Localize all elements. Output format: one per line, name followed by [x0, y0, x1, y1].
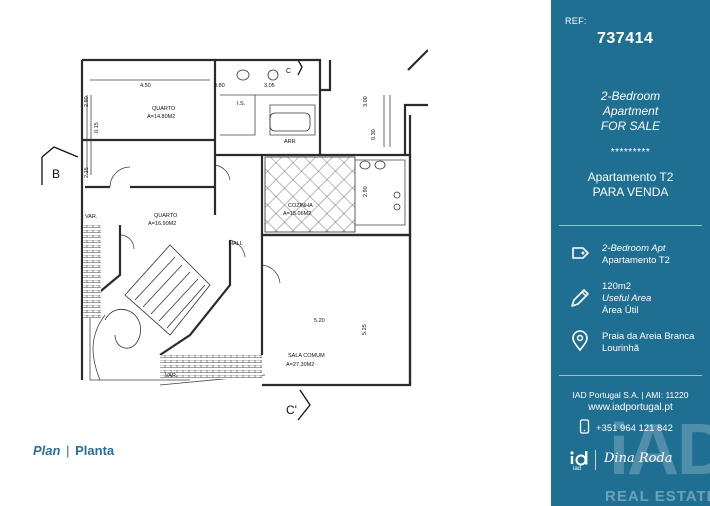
- balcony-bricks-bottom: [160, 355, 262, 379]
- dim-450: 4.50: [140, 83, 151, 89]
- area-portuguese: Área Útil: [602, 305, 639, 316]
- agency-info: IAD Portugal S.A. | AMI: 11220: [572, 390, 689, 400]
- area-english: Useful Area: [602, 293, 652, 304]
- room-area-cozinha: A=15.06M2: [283, 211, 311, 217]
- title-english: 2-Bedroom Apartment FOR SALE: [551, 89, 710, 134]
- door-swings: [109, 164, 281, 284]
- phone-number: +351 964 121 842: [596, 423, 673, 434]
- stars-separator: *********: [610, 147, 651, 158]
- location-pin-icon: [572, 330, 588, 352]
- room-area-quarto-2: A=16.90M2: [148, 221, 176, 227]
- staircase: [104, 244, 211, 349]
- room-area-sala: A=27.30M2: [286, 362, 314, 368]
- room-label-hall: HALL: [229, 241, 243, 247]
- dim-215: 2.15: [84, 167, 90, 178]
- section-markers: [41, 59, 311, 421]
- pencil-icon: [571, 289, 589, 307]
- floor-plan: QUARTO A=14.80M2 QUARTO A=16.90M2 HALL C…: [30, 35, 428, 432]
- label-var-bottom: VAR.: [165, 373, 178, 379]
- room-label-cozinha: COZINHA: [288, 203, 313, 209]
- title-pt-line-2: PARA VENDA: [592, 185, 669, 199]
- dim-290b: 2.90: [363, 186, 369, 197]
- dim-015: 0.15: [94, 122, 100, 133]
- dim-525: 5.25: [362, 324, 368, 335]
- agent-signature: Dina Roda: [604, 451, 673, 466]
- location-line-2: Lourinhã: [602, 343, 639, 354]
- real-estate-watermark: REAL ESTATE: [605, 488, 710, 505]
- brand-divider: [595, 450, 596, 470]
- iad-logo-icon: [570, 451, 588, 466]
- iad-watermark: iAD: [609, 410, 710, 490]
- info-panel: iAD REAL ESTATE REF: 737414 2-Bedroom Ap…: [551, 0, 710, 506]
- type-english: 2-Bedroom Apt: [602, 243, 666, 254]
- title-pt-line-1: Apartamento T2: [587, 170, 674, 184]
- title-en-line-2: Apartment: [602, 104, 659, 118]
- dim-520: 5.20: [314, 318, 325, 324]
- inner-lines: [86, 79, 406, 386]
- room-label-quarto-1: QUARTO: [152, 106, 176, 112]
- dim-080: 0.80: [214, 83, 225, 89]
- label-var-left: VAR.: [85, 214, 98, 220]
- floor-plan-drawing: QUARTO A=14.80M2 QUARTO A=16.90M2 HALL C…: [41, 49, 428, 421]
- plan-caption-en: Plan: [33, 443, 61, 458]
- kitchen-tiles: [264, 156, 356, 233]
- bathroom-fixtures: [236, 69, 401, 211]
- dim-030: 0.30: [371, 129, 377, 140]
- brand-row: iad Dina Roda: [569, 448, 709, 472]
- divider-bottom: [559, 375, 702, 376]
- location-line-1: Praia da Areia Branca: [602, 331, 695, 342]
- room-area-quarto-1: A=14.80M2: [147, 114, 175, 120]
- room-label-is: I.S.: [237, 101, 246, 107]
- iad-logo-text: iad: [573, 466, 582, 472]
- section-label-b: B: [52, 167, 60, 181]
- room-label-arr: ARR: [284, 139, 296, 145]
- divider-top: [559, 225, 702, 226]
- ref-label: REF:: [565, 16, 587, 26]
- tag-icon: [572, 247, 589, 259]
- phone-icon: [579, 419, 590, 434]
- plan-caption-pt: Planta: [75, 443, 115, 458]
- title-en-line-1: 2-Bedroom: [600, 89, 661, 103]
- dim-305: 3.05: [264, 83, 275, 89]
- type-portuguese: Apartamento T2: [602, 255, 670, 266]
- section-label-c: C': [286, 403, 297, 417]
- area-value: 120m2: [602, 281, 632, 292]
- dim-290a: 2.90: [84, 96, 90, 107]
- dim-300: 3.00: [363, 96, 369, 107]
- walls: [80, 49, 428, 387]
- room-label-quarto-2: QUARTO: [154, 213, 178, 219]
- balcony-bricks-left: [83, 223, 101, 318]
- section-label-c-top: C: [286, 68, 291, 75]
- title-en-line-3: FOR SALE: [600, 119, 661, 133]
- ref-number: 737414: [597, 30, 654, 47]
- plan-caption-separator: |: [66, 443, 70, 458]
- plan-caption: Plan | Planta: [33, 443, 114, 458]
- website-link[interactable]: www.iadportugal.pt: [588, 402, 673, 413]
- title-portuguese: Apartamento T2 PARA VENDA: [551, 170, 710, 200]
- room-label-sala: SALA COMUM: [288, 353, 325, 359]
